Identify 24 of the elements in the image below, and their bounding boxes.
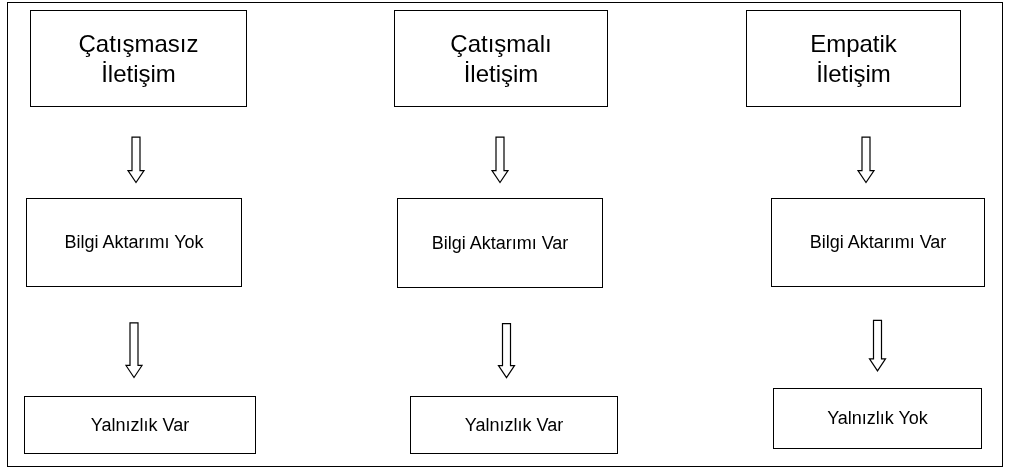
process-box xyxy=(410,396,618,454)
hollow-arrow xyxy=(490,136,510,184)
box-text: Çatışmasız İletişim xyxy=(77,28,200,89)
process-box xyxy=(773,388,982,449)
box-text: Çatışmalı İletişim xyxy=(449,28,553,89)
box-text: Bilgi Aktarımı Var xyxy=(431,231,569,255)
hollow-arrow xyxy=(497,323,516,379)
process-box xyxy=(771,198,985,287)
hollow-arrow xyxy=(868,319,887,372)
process-box xyxy=(24,396,256,454)
process-box xyxy=(397,198,603,288)
process-box xyxy=(394,10,608,107)
process-box xyxy=(746,10,961,107)
process-box xyxy=(26,198,242,287)
hollow-arrow xyxy=(126,136,146,184)
box-text: Bilgi Aktarımı Var xyxy=(809,231,947,254)
process-box xyxy=(30,10,247,107)
box-text: Yalnızlık Var xyxy=(464,413,564,437)
hollow-arrow xyxy=(124,322,144,379)
box-text: Yalnızlık Var xyxy=(90,413,190,437)
hollow-arrow xyxy=(856,136,876,184)
box-text: Empatik İletişim xyxy=(809,28,898,89)
box-text: Bilgi Aktarımı Yok xyxy=(64,231,204,254)
box-text: Yalnızlık Yok xyxy=(827,407,928,430)
